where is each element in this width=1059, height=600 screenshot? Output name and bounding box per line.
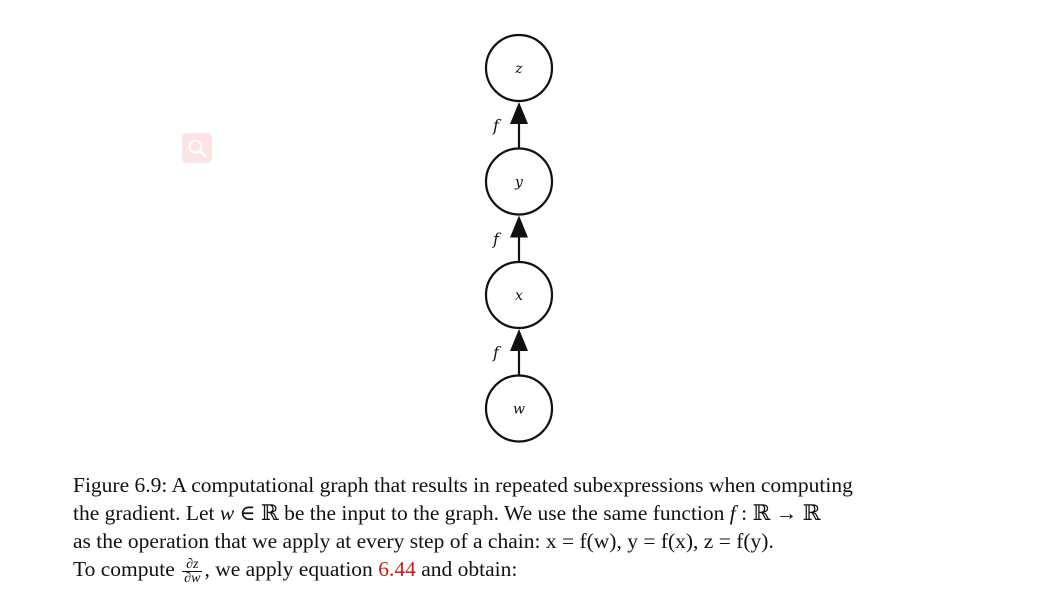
fraction-denominator: ∂w — [184, 571, 201, 586]
graph-edge-y-z: f — [492, 102, 528, 149]
math-f: f — [729, 501, 736, 525]
graph-node-z: z — [484, 33, 554, 103]
math-w: w — [219, 501, 235, 525]
edge-label: f — [492, 343, 502, 362]
caption-text: and obtain: — [415, 557, 518, 581]
partial-fraction: ∂z∂w — [182, 558, 203, 586]
graph-node-x: x — [484, 260, 554, 330]
graph-edge-x-y: f — [492, 215, 528, 262]
node-label: z — [514, 61, 523, 77]
graph-edge-w-x: f — [492, 329, 528, 376]
caption-line-2: the gradient. Let w ∈ ℝ be the input to … — [73, 499, 988, 527]
zoom-button[interactable] — [182, 133, 212, 163]
caption-text: the gradient. Let — [73, 501, 220, 525]
node-circle — [484, 374, 554, 443]
node-circle — [484, 147, 554, 216]
node-label: y — [514, 175, 524, 191]
node-circle — [484, 33, 554, 103]
caption-line-3: as the operation that we apply at every … — [73, 529, 774, 553]
graph-node-w: w — [484, 374, 554, 443]
arrow-head — [510, 329, 528, 351]
caption-text: : ℝ → ℝ — [735, 501, 821, 525]
magnifier-icon — [188, 139, 207, 158]
node-circle — [484, 260, 554, 330]
arrow-head — [510, 102, 528, 124]
caption-text: ∈ ℝ be the input to the graph. We use th… — [234, 501, 730, 525]
fraction-numerator: ∂z — [182, 558, 203, 572]
edge-label: f — [492, 229, 502, 248]
node-label: w — [513, 402, 525, 418]
computational-graph: f f f z y x w — [484, 33, 554, 443]
graph-node-y: y — [484, 147, 554, 216]
arrow-head — [510, 215, 528, 238]
figure-caption: Figure 6.9: A computational graph that r… — [73, 471, 988, 586]
caption-text: To compute — [73, 557, 181, 581]
caption-line-1: Figure 6.9: A computational graph that r… — [73, 473, 853, 497]
edge-label: f — [492, 116, 502, 135]
caption-line-4: To compute ∂z∂w, we apply equation 6.44 … — [73, 555, 988, 586]
equation-reference-link[interactable]: 6.44 — [378, 557, 416, 581]
node-label: x — [515, 288, 523, 304]
caption-text: , we apply equation — [204, 557, 379, 581]
